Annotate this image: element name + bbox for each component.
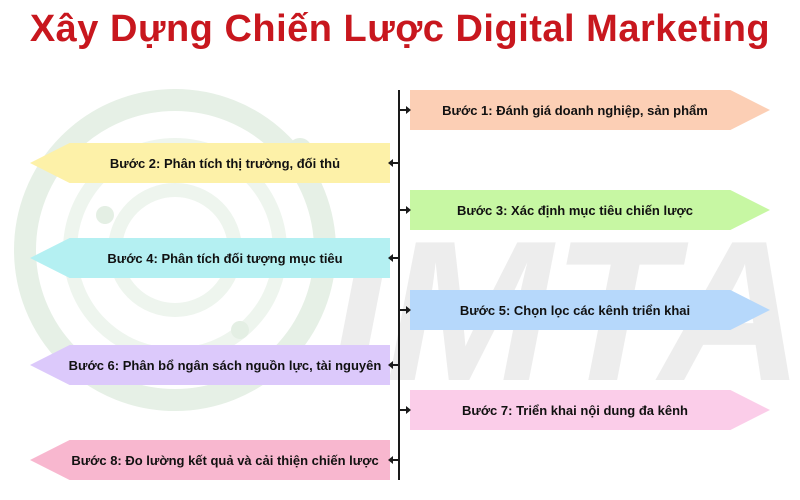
step-4-label: Bước 4: Phân tích đối tượng mục tiêu xyxy=(107,250,343,266)
step-6-connector-arrowhead xyxy=(388,361,393,369)
step-2-arrow: Bước 2: Phân tích thị trường, đối thủ xyxy=(30,143,390,183)
step-8-connector-arrowhead xyxy=(388,456,393,464)
step-6-label: Bước 6: Phân bổ ngân sách nguồn lực, tài… xyxy=(68,357,382,373)
step-5-label: Bước 5: Chọn lọc các kênh triển khai xyxy=(459,302,691,318)
step-1-label: Bước 1: Đánh giá doanh nghiệp, sản phẩm xyxy=(442,102,708,118)
step-7-arrow: Bước 7: Triển khai nội dung đa kênh xyxy=(410,390,770,430)
step-8-label: Bước 8: Đo lường kết quả và cải thiện ch… xyxy=(71,452,379,468)
step-4-connector-arrowhead xyxy=(388,254,393,262)
step-5-arrow: Bước 5: Chọn lọc các kênh triển khai xyxy=(410,290,770,330)
step-3-connector-arrowhead xyxy=(406,206,411,214)
step-5-connector-arrowhead xyxy=(406,306,411,314)
step-6-connector xyxy=(390,364,398,366)
step-2-label: Bước 2: Phân tích thị trường, đối thủ xyxy=(109,155,341,171)
page-title: Xây Dựng Chiến Lược Digital Marketing xyxy=(29,8,771,50)
step-5-connector xyxy=(400,309,408,311)
step-3-label: Bước 3: Xác định mục tiêu chiến lược xyxy=(457,202,693,218)
step-8-arrow: Bước 8: Đo lường kết quả và cải thiện ch… xyxy=(30,440,390,480)
step-4-connector xyxy=(390,257,398,259)
step-2-connector-arrowhead xyxy=(388,159,393,167)
step-7-label: Bước 7: Triển khai nội dung đa kênh xyxy=(462,402,688,418)
step-7-connector xyxy=(400,409,408,411)
step-1-connector xyxy=(400,109,408,111)
step-2-connector xyxy=(390,162,398,164)
step-3-connector xyxy=(400,209,408,211)
step-1-arrow: Bước 1: Đánh giá doanh nghiệp, sản phẩm xyxy=(410,90,770,130)
step-1-connector-arrowhead xyxy=(406,106,411,114)
step-4-arrow: Bước 4: Phân tích đối tượng mục tiêu xyxy=(30,238,390,278)
step-6-arrow: Bước 6: Phân bổ ngân sách nguồn lực, tài… xyxy=(30,345,390,385)
step-3-arrow: Bước 3: Xác định mục tiêu chiến lược xyxy=(410,190,770,230)
timeline-axis xyxy=(398,90,400,480)
step-7-connector-arrowhead xyxy=(406,406,411,414)
step-8-connector xyxy=(390,459,398,461)
